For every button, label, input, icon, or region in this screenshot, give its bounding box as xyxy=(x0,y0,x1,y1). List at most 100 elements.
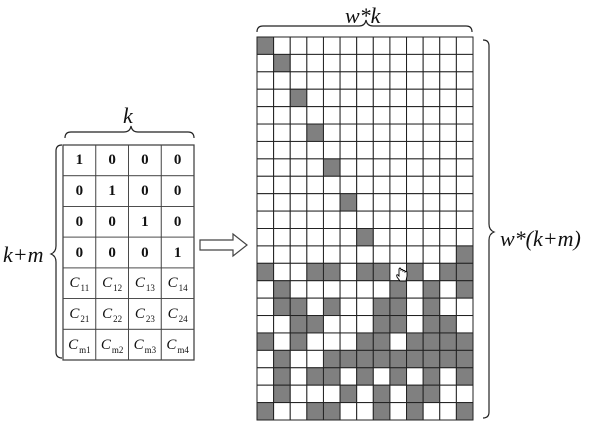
bit-cell-empty xyxy=(306,280,324,299)
identity-value: 0 xyxy=(173,213,182,230)
bit-cell-filled xyxy=(273,384,291,404)
bit-cell-empty xyxy=(389,53,408,73)
bit-cell-empty xyxy=(372,210,391,230)
bit-cell-filled xyxy=(406,332,424,351)
bit-cell-empty xyxy=(372,175,391,195)
bit-cell-empty xyxy=(406,71,424,90)
bit-cell-empty xyxy=(389,71,408,90)
bit-cell-empty xyxy=(306,210,324,230)
bit-cell-filled xyxy=(273,280,291,299)
bit-cell-filled xyxy=(273,53,291,73)
bit-cell-empty xyxy=(455,106,474,125)
bit-cell-empty xyxy=(406,88,424,108)
bit-cell-filled xyxy=(322,349,341,369)
bit-cell-empty xyxy=(439,384,457,404)
bit-cell-empty xyxy=(422,88,441,108)
bit-cell-filled xyxy=(406,262,424,282)
bit-cell-empty xyxy=(455,158,474,177)
label-wk: w*k xyxy=(345,3,381,28)
bit-cell-empty xyxy=(455,53,474,73)
bit-cell-empty xyxy=(289,210,308,230)
bit-cell-filled xyxy=(389,367,408,386)
coefficient-label: C13 xyxy=(134,275,155,294)
bit-cell-filled xyxy=(372,297,391,317)
coefficient-label: Cm2 xyxy=(100,336,124,355)
bit-cell-filled xyxy=(273,297,291,317)
bit-cell-empty xyxy=(273,158,291,177)
bit-cell-empty xyxy=(289,106,308,125)
bit-cell-empty xyxy=(406,280,424,299)
bit-cell-filled xyxy=(439,349,457,369)
bit-cell-empty xyxy=(406,297,424,317)
bit-cell-empty xyxy=(339,88,358,108)
bit-cell-filled xyxy=(455,367,474,386)
bit-cell-empty xyxy=(306,245,324,264)
bit-cell-empty xyxy=(455,228,474,247)
bit-cell-filled xyxy=(406,349,424,369)
bit-cell-empty xyxy=(273,402,291,421)
bit-cell-empty xyxy=(273,332,291,351)
bit-cell-empty xyxy=(439,245,457,264)
bit-cell-empty xyxy=(306,88,324,108)
bit-cell-filled xyxy=(372,384,391,404)
bit-cell-filled xyxy=(289,88,308,108)
bit-cell-empty xyxy=(406,228,424,247)
bit-cell-filled xyxy=(422,384,441,404)
bit-cell-filled xyxy=(256,262,275,282)
bit-cell-empty xyxy=(372,71,391,90)
bit-cell-empty xyxy=(306,175,324,195)
bit-cell-empty xyxy=(455,88,474,108)
bit-cell-empty xyxy=(256,123,275,142)
bit-cell-filled xyxy=(356,228,374,247)
bit-cell-empty xyxy=(256,367,275,386)
bit-cell-empty xyxy=(372,88,391,108)
bit-cell-empty xyxy=(439,402,457,421)
hand-cursor-icon xyxy=(396,267,408,282)
bit-cell-filled xyxy=(322,262,341,282)
bit-cell-filled xyxy=(322,402,341,421)
bit-cell-empty xyxy=(406,123,424,142)
bit-cell-empty xyxy=(339,53,358,73)
bit-cell-empty xyxy=(372,228,391,247)
bit-cell-empty xyxy=(289,384,308,404)
bit-cell-filled xyxy=(389,280,408,299)
identity-value: 0 xyxy=(75,213,84,230)
bit-cell-empty xyxy=(289,228,308,247)
bit-cell-empty xyxy=(439,193,457,212)
bit-cell-empty xyxy=(322,88,341,108)
bit-cell-empty xyxy=(455,210,474,230)
bit-cell-empty xyxy=(455,297,474,317)
bit-cell-empty xyxy=(273,123,291,142)
coefficient-label: C22 xyxy=(102,305,123,324)
bit-cell-filled xyxy=(322,297,341,317)
bit-cell-filled xyxy=(339,349,358,369)
bit-cell-empty xyxy=(389,158,408,177)
bit-cell-empty xyxy=(256,106,275,125)
bit-cell-empty xyxy=(289,123,308,142)
bit-cell-filled xyxy=(389,297,408,317)
bit-cell-empty xyxy=(322,332,341,351)
bit-cell-empty xyxy=(372,123,391,142)
bit-cell-empty xyxy=(256,228,275,247)
bit-cell-empty xyxy=(406,193,424,212)
brace-wk xyxy=(256,19,473,33)
bit-cell-empty xyxy=(289,193,308,212)
coefficient-label: C23 xyxy=(134,305,155,324)
bit-cell-empty xyxy=(256,175,275,195)
bit-cell-filled xyxy=(389,315,408,334)
bit-cell-empty xyxy=(356,88,374,108)
bit-cell-empty xyxy=(389,402,408,421)
bit-cell-filled xyxy=(422,367,441,386)
identity-value: 1 xyxy=(173,244,182,261)
bit-cell-empty xyxy=(322,245,341,264)
bit-cell-empty xyxy=(339,175,358,195)
bit-cell-empty xyxy=(289,262,308,282)
bit-cell-filled xyxy=(356,262,374,282)
bit-cell-filled xyxy=(273,367,291,386)
bit-cell-empty xyxy=(256,88,275,108)
bit-cell-empty xyxy=(389,88,408,108)
bit-cell-empty xyxy=(406,140,424,160)
bit-cell-empty xyxy=(306,193,324,212)
bit-cell-empty xyxy=(356,175,374,195)
